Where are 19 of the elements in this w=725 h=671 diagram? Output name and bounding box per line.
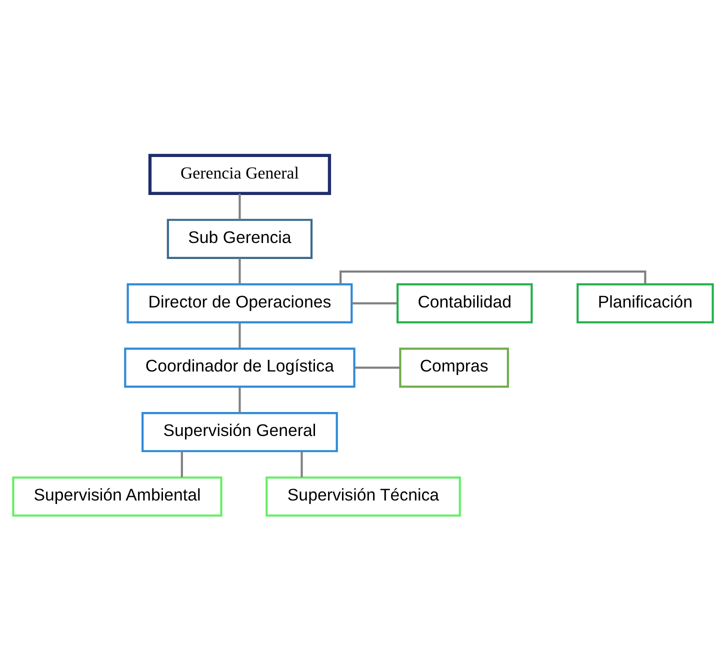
node-box: Sub Gerencia bbox=[166, 218, 312, 259]
node-box: Contabilidad bbox=[396, 283, 532, 324]
node-box: Director de Operaciones bbox=[126, 283, 352, 324]
connector bbox=[180, 451, 182, 478]
connector bbox=[238, 258, 240, 284]
node-box: Coordinador de Logística bbox=[124, 348, 355, 388]
node-box: Compras bbox=[398, 348, 508, 388]
connector bbox=[351, 302, 398, 304]
node-box: Supervisión Ambiental bbox=[12, 476, 222, 517]
connector bbox=[300, 451, 302, 478]
node-box: Supervisión General bbox=[141, 412, 338, 452]
node-box: Gerencia General bbox=[148, 154, 331, 196]
connector bbox=[238, 322, 240, 348]
connector bbox=[339, 270, 646, 284]
node-box: Planificación bbox=[576, 283, 714, 324]
connector bbox=[354, 366, 400, 369]
connector bbox=[238, 194, 240, 220]
connector bbox=[238, 387, 240, 413]
node-box: Supervisión Técnica bbox=[265, 476, 460, 517]
